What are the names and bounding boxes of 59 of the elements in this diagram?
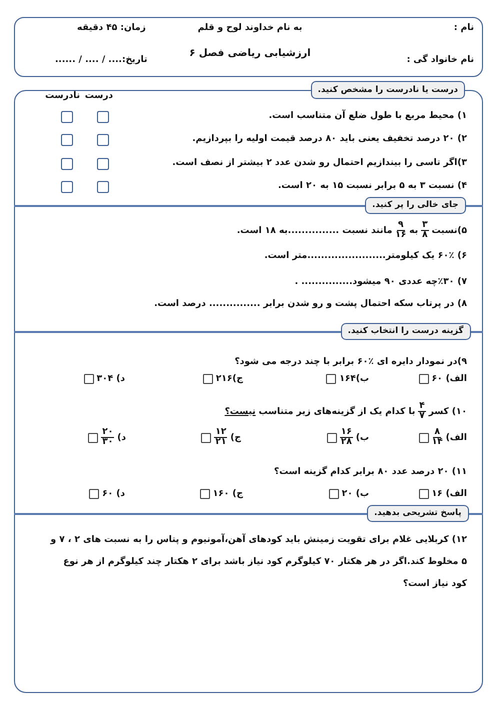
fraction-numerator: ۳	[421, 221, 429, 231]
header-text: تاریخ:.... / .... / ......	[55, 55, 148, 65]
answer-option: الف) ۶۰	[432, 374, 467, 384]
question-text: ۳)اگر تاسی را بیندازیم احتمال رو شدن عدد ۲ بیشتر از نصف است.	[172, 158, 467, 168]
header-text: نام :	[454, 23, 474, 33]
question-text: ج)	[230, 432, 241, 442]
fraction-denominator: ۲۸	[340, 438, 352, 447]
question-text: به	[409, 226, 418, 236]
answer-option: ب)۱۶۴	[339, 374, 369, 384]
fraction-denominator: ۷	[419, 412, 425, 421]
fraction-denominator: ۱۴	[432, 438, 443, 447]
question-text: ۲) ۲۰ درصد تخفیف یعنی باید ۸۰ درصد قیمت اولیه را بپردازیم.	[192, 134, 467, 144]
section-heading-tab	[367, 504, 468, 522]
fraction-numerator: ۲۰	[101, 428, 114, 438]
fraction-numerator: ۹	[397, 221, 405, 231]
fraction-numerator: ۱۲	[214, 428, 228, 438]
answer-option: الف) ۱۶	[432, 489, 467, 499]
header-panel	[14, 17, 483, 77]
answer-option: ج)۲۱۶	[216, 374, 243, 384]
fraction-numerator: ۸	[433, 428, 441, 438]
question-text: با کدام یک از گزینه‌های زیر متناسب	[258, 406, 416, 416]
answer-option: ج) ۱۶۰	[212, 489, 243, 499]
section-heading: جای خالی را پر کنید.	[372, 200, 458, 210]
section-heading: گزینه درست را انتخاب کنید.	[348, 326, 464, 336]
fraction-numerator: ۱۶	[340, 428, 353, 438]
section-heading-tab	[365, 196, 466, 214]
section-heading: پاسخ تشریحی بدهید.	[374, 508, 462, 518]
answer-option: د) ۳۰۴	[96, 374, 125, 384]
fraction-denominator: ۸	[422, 231, 428, 240]
section-heading: درست یا نادرست را مشخص کنید.	[318, 85, 458, 95]
section-heading-tab	[340, 322, 470, 340]
question-text: ۹)در نمودار دایره ای ٪۶۰ برابر با چند درجه می شود؟	[234, 357, 467, 367]
header-text: زمان: ۴۵ دقیقه	[77, 23, 146, 33]
column-heading: نادرست	[45, 91, 80, 101]
fraction-denominator: ۱۶	[395, 231, 406, 240]
question-text: ۱۱) ۲۰ درصد عدد ۸۰ برابر کدام گزینه است؟	[274, 467, 467, 477]
question-text: ۵)نسبت	[432, 226, 467, 236]
fraction-numerator: ۴	[418, 402, 426, 412]
question-text: د)	[117, 432, 126, 442]
fraction-denominator: ۳۰	[102, 438, 114, 447]
question-text: ۶) ۶۰٪ یک کیلومتر.......................متر است.	[264, 251, 467, 261]
question-text: ب)	[356, 432, 369, 442]
question-text: ۴) نسبت ۳ به ۵ برابر نسبت ۱۵ به ۲۰ است.	[278, 181, 467, 191]
header-text: نام خانواد گی :	[406, 55, 474, 65]
section-heading-tab	[310, 81, 465, 99]
question-text: ۸) در پرتاب سکه احتمال پشت و رو شدن برابر ............... درصد است.	[154, 299, 467, 309]
column-heading: درست	[84, 91, 113, 101]
question-text: ۱۲) کربلایی غلام برای تقویت زمینش باید کودهای آهن،آمونیوم و پتاس را به نسبت های ۲ ، ۷ و ۵ مخلوط کند.اگر در هر هکتار ۷۰ کیلوگرم کود نیاز باشد برای ۲ هکتار چند کیلوگرم از هر نوع کود نیاز است؟	[49, 532, 467, 591]
header-text: ارزشیابی ریاضی فصل ۶	[189, 48, 311, 59]
answer-option: د) ۶۰	[102, 489, 125, 499]
question-text: ۱۰) کسر	[428, 406, 467, 416]
fraction-denominator: ۲۱	[215, 438, 226, 447]
question-text: الف)	[446, 432, 467, 442]
answer-option: ب) ۲۰	[342, 489, 369, 499]
question-text: ۱) محیط مربع با طول ضلع آن متناسب است.	[268, 111, 467, 121]
header-text: به نام خداوند لوح و قلم	[198, 23, 302, 33]
question-text: نیست؟	[224, 406, 256, 416]
question-text: ۷) ٪۳۰چه عددی ۹۰ میشود............... .	[294, 277, 467, 287]
question-text: مانند نسبت ...............به ۱۸ است.	[236, 226, 392, 236]
